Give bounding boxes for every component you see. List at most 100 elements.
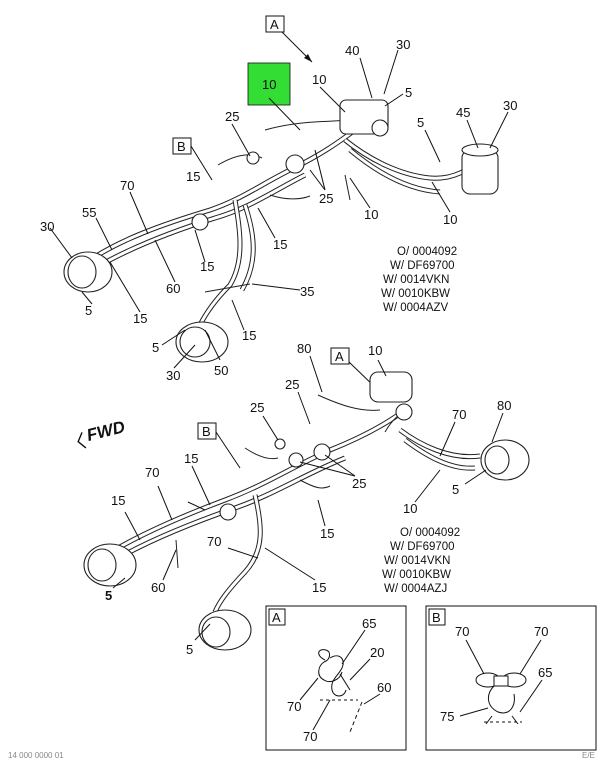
bottom-chambers [83,371,530,651]
callout-a-label: A [270,17,279,32]
note-line: W/ 0004AZV [383,302,449,314]
fitting [219,503,237,521]
clip-body [488,685,515,714]
top-chambers [63,99,499,363]
part-label: 30 [166,368,180,383]
part-label: 60 [151,580,165,595]
part-label: 70 [452,407,466,422]
part-label: 80 [297,341,311,356]
detail-a-frame [265,605,407,751]
part-label: 70 [455,624,469,639]
part-label: 20 [370,645,384,660]
part-label: 25 [352,476,366,491]
detail-a: A 65 20 70 60 70 [265,605,407,751]
highlight-label: 10 [262,77,276,92]
note-line: W/ 0010KBW [382,569,451,581]
bottom-note: O/ 0004092 W/ DF69700 W/ 0014VKN W/ 0010… [382,527,460,595]
part-label: 80 [497,398,511,413]
part-label: 30 [396,37,410,52]
part-label: 65 [362,616,376,631]
part-label: 70 [303,729,317,744]
valve-assembly [369,371,413,403]
part-label: 65 [538,665,552,680]
callout-b-label: B [202,424,211,439]
arrowhead [304,54,312,62]
note-line: W/ 0004AZJ [384,583,447,595]
part-label: 25 [225,109,239,124]
part-label: 15 [111,493,125,508]
brake-chamber-right [461,149,499,195]
part-label: 10 [364,207,378,222]
part-label: 45 [456,105,470,120]
part-label: 60 [166,281,180,296]
part-label: 25 [285,377,299,392]
note-line: W/ DF69700 [390,541,455,553]
top-labels: 40 30 10 5 45 30 25 5 25 10 10 70 30 55 … [40,37,517,383]
part-label: 60 [377,680,391,695]
part-label: 5 [417,115,424,130]
part-label: 70 [287,699,301,714]
detail-b-title: B [432,610,441,625]
callout-a-box [330,347,350,365]
part-label: 40 [345,43,359,58]
part-label: 10 [403,501,417,516]
fitting [313,443,331,461]
part-label: 30 [40,219,54,234]
bottom-leaders [112,355,504,641]
footer-left: 14 000 0000 01 [8,751,64,760]
part-label: 15 [320,526,334,541]
note-line: W/ 0014VKN [383,274,449,286]
fitting [285,154,305,174]
part-label: 15 [273,237,287,252]
part-label: 55 [82,205,96,220]
part-label: 15 [186,169,200,184]
fwd-label: FWD [85,417,127,445]
fwd-arrow-icon [77,432,87,449]
top-leaders [49,49,509,369]
part-label: 70 [534,624,548,639]
part-label: 5 [452,482,459,497]
note-line: O/ 0004092 [397,246,457,258]
callout-b-arrow [190,145,213,181]
detail-a-tag [268,608,286,626]
note-line: W/ DF69700 [390,260,455,272]
clip-shape [318,649,343,683]
fitting [288,452,304,468]
part-label: 15 [184,451,198,466]
callout-a-label: A [335,349,344,364]
detail-b-frame [425,605,597,751]
part-label: 5 [152,340,159,355]
top-note: O/ 0004092 W/ DF69700 W/ 0014VKN W/ 0010… [381,246,457,314]
callout-b-label: B [177,139,186,154]
part-label: 5 [186,642,193,657]
callout-b-box [197,422,217,440]
part-label: 70 [120,178,134,193]
part-label: 25 [319,191,333,206]
part-label: 50 [214,363,228,378]
highlight-leader [268,97,301,131]
part-label: 70 [145,465,159,480]
callout-a-box [265,15,285,33]
part-label: 5 [105,588,112,603]
part-label: 5 [85,303,92,318]
part-label: 15 [312,580,326,595]
note-line: W/ 0014VKN [384,555,450,567]
top-assembly: A 10 B [40,15,517,383]
note-line: O/ 0004092 [400,527,460,539]
bottom-assembly: FWD A B [77,341,530,657]
detail-a-title: A [272,610,281,625]
note-line: W/ 0010KBW [381,288,450,300]
part-label: 35 [300,284,314,299]
footer-right: E/E [582,751,595,760]
part-label: 75 [440,709,454,724]
fitting [191,213,209,231]
detail-b: B 70 70 65 75 [425,605,597,751]
bottom-labels: 80 10 25 25 70 80 15 25 70 5 10 15 70 15… [105,341,511,657]
part-label: 10 [312,72,326,87]
part-label: 25 [250,400,264,415]
part-label: 30 [503,98,517,113]
fitting [274,438,286,450]
part-label: 15 [242,328,256,343]
part-label: 5 [405,85,412,100]
